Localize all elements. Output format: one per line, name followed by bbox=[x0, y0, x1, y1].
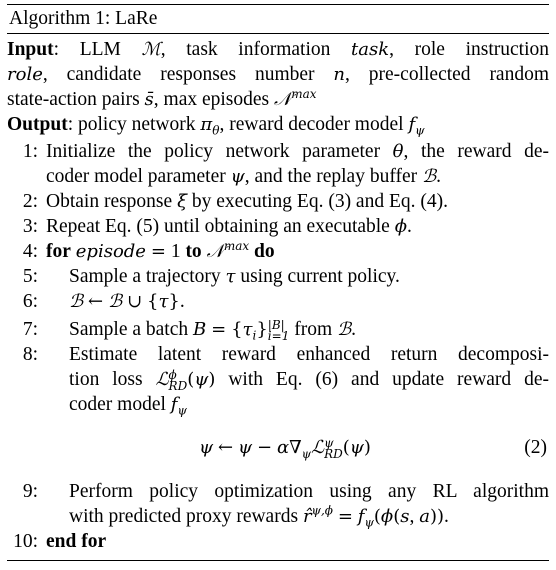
n-symbol: n bbox=[333, 64, 346, 85]
line-number: 3: bbox=[22, 216, 38, 237]
llm-symbol: ℳ bbox=[141, 39, 161, 60]
input-line-1: Input: LLM ℳ, task information task, rol… bbox=[7, 39, 549, 60]
line-number: 4: bbox=[22, 241, 38, 262]
step-fragment: using current policy. bbox=[240, 266, 400, 287]
step-text: coder model parameter ψ, and the replay … bbox=[46, 166, 442, 187]
top-rule bbox=[7, 4, 549, 5]
step-fragment: by executing Eq. (3) and Eq. (4). bbox=[191, 191, 448, 212]
step-1: 1: Initialize the policy network paramet… bbox=[7, 139, 549, 189]
keyword-do: do bbox=[254, 241, 275, 262]
line-number: 7: bbox=[22, 319, 38, 340]
role-symbol: role bbox=[7, 64, 43, 85]
caption-rule bbox=[7, 33, 549, 34]
step-fragment: Estimate latent reward enhanced return d… bbox=[69, 344, 549, 365]
algorithm-caption: Algorithm 1: LaRe bbox=[9, 8, 158, 29]
step-fragment: coder model bbox=[69, 394, 166, 415]
step-10: 10: end for bbox=[7, 529, 549, 554]
step-text: Sample a batch B = {τi}|B|i=1 from ℬ. bbox=[69, 317, 357, 343]
step-fragment: , and the replay buffer bbox=[244, 166, 418, 187]
step-6: 6: ℬ ← ℬ ∪ {τ}. bbox=[7, 289, 549, 314]
step-4: 4: for episode = 1 to 𝒩max do bbox=[7, 239, 549, 264]
keyword-for: for bbox=[46, 241, 71, 262]
step-fragment: from bbox=[294, 319, 333, 340]
step-text: Sample a trajectory τ using current poli… bbox=[69, 266, 400, 287]
step-fragment: Sample a batch bbox=[69, 319, 189, 340]
step-text: Repeat Eq. (5) until obtaining an execut… bbox=[46, 216, 412, 237]
step-fragment: Perform policy optimization using any RL… bbox=[69, 481, 549, 502]
input-text: , candidate responses number bbox=[42, 64, 315, 85]
keyword-end-for: end for bbox=[46, 531, 107, 552]
step-text: for episode = 1 to 𝒩max do bbox=[46, 239, 275, 262]
input-block: Input: LLM ℳ, task information task, rol… bbox=[7, 34, 549, 112]
line-number: 6: bbox=[22, 291, 38, 312]
step-text: Obtain response ξ by executing Eq. (3) a… bbox=[46, 191, 448, 212]
input-text: , max episodes bbox=[153, 89, 270, 110]
nmax-symbol: 𝒩max bbox=[274, 87, 317, 110]
input-label: Input bbox=[7, 39, 54, 60]
step-text: Initialize the policy network parameter … bbox=[46, 141, 550, 162]
output-text: , reward decoder model bbox=[219, 114, 404, 135]
step-text: Estimate latent reward enhanced return d… bbox=[69, 342, 549, 367]
step-fragment: Obtain response bbox=[46, 191, 173, 212]
input-line-2: role, candidate responses number n, pre-… bbox=[7, 62, 549, 87]
output-block: Output: policy network πθ, reward decode… bbox=[7, 112, 549, 137]
output-line: Output: policy network πθ, reward decode… bbox=[7, 112, 549, 137]
line-number: 2: bbox=[22, 191, 38, 212]
line-number: 9: bbox=[22, 481, 38, 502]
loop-variable: episode bbox=[75, 241, 146, 262]
step-7: 7: Sample a batch B = {τi}|B|i=1 from ℬ. bbox=[7, 314, 549, 342]
input-text: , role instruction bbox=[389, 39, 549, 60]
step-text: end for bbox=[46, 529, 549, 554]
step-text: coder model fψ bbox=[69, 394, 187, 418]
input-text: LLM bbox=[79, 39, 121, 60]
pi-symbol: πθ bbox=[200, 114, 220, 138]
step-2: 2: Obtain response ξ by executing Eq. (3… bbox=[7, 189, 549, 214]
step-fragment: Repeat Eq. (5) until obtaining an execut… bbox=[46, 216, 390, 237]
step-9: 9: Perform policy optimization using any… bbox=[7, 479, 549, 529]
input-text: state-action pairs bbox=[7, 89, 140, 110]
step-fragment: with predicted proxy rewards bbox=[69, 506, 299, 527]
step-3: 3: Repeat Eq. (5) until obtaining an exe… bbox=[7, 214, 549, 239]
step-text: ℬ ← ℬ ∪ {τ}. bbox=[69, 291, 185, 312]
step-text: with predicted proxy rewards r̂ψ,ϕ = fψ(… bbox=[69, 503, 449, 530]
sbar-symbol: s̄ bbox=[144, 89, 154, 110]
input-text: , task information bbox=[160, 39, 331, 60]
line-number: 1: bbox=[22, 141, 38, 162]
step-fragment: Initialize the policy network parameter bbox=[46, 141, 381, 162]
step-fragment: tion loss bbox=[69, 369, 143, 390]
bottom-rule bbox=[7, 560, 549, 561]
step-fragment: coder model parameter bbox=[46, 166, 226, 187]
step-fragment: Sample a trajectory bbox=[69, 266, 221, 287]
keyword-to: to bbox=[185, 241, 202, 262]
step-fragment: with Eq. (6) and update reward de- bbox=[228, 369, 550, 390]
algorithm-box: Algorithm 1: LaRe Input: LLM ℳ, task inf… bbox=[7, 4, 549, 561]
output-text: : policy network bbox=[67, 114, 196, 135]
task-symbol: task bbox=[351, 39, 390, 60]
f-symbol: fψ bbox=[408, 114, 425, 138]
line-number: 10: bbox=[13, 531, 38, 552]
algorithm-steps: 1: Initialize the policy network paramet… bbox=[7, 137, 549, 554]
output-label: Output bbox=[7, 114, 68, 135]
step-fragment: , the reward de- bbox=[403, 141, 550, 162]
line-number: 5: bbox=[22, 266, 38, 287]
input-line-3: state-action pairs s̄, max episodes 𝒩max bbox=[7, 87, 549, 112]
step-8: 8: Estimate latent reward enhanced retur… bbox=[7, 342, 549, 417]
step-text: Perform policy optimization using any RL… bbox=[69, 479, 549, 504]
step-5: 5: Sample a trajectory τ using current p… bbox=[7, 264, 549, 289]
equation-number: (2) bbox=[524, 437, 547, 458]
input-text: , pre-collected random bbox=[345, 64, 550, 85]
line-number: 8: bbox=[22, 344, 38, 365]
